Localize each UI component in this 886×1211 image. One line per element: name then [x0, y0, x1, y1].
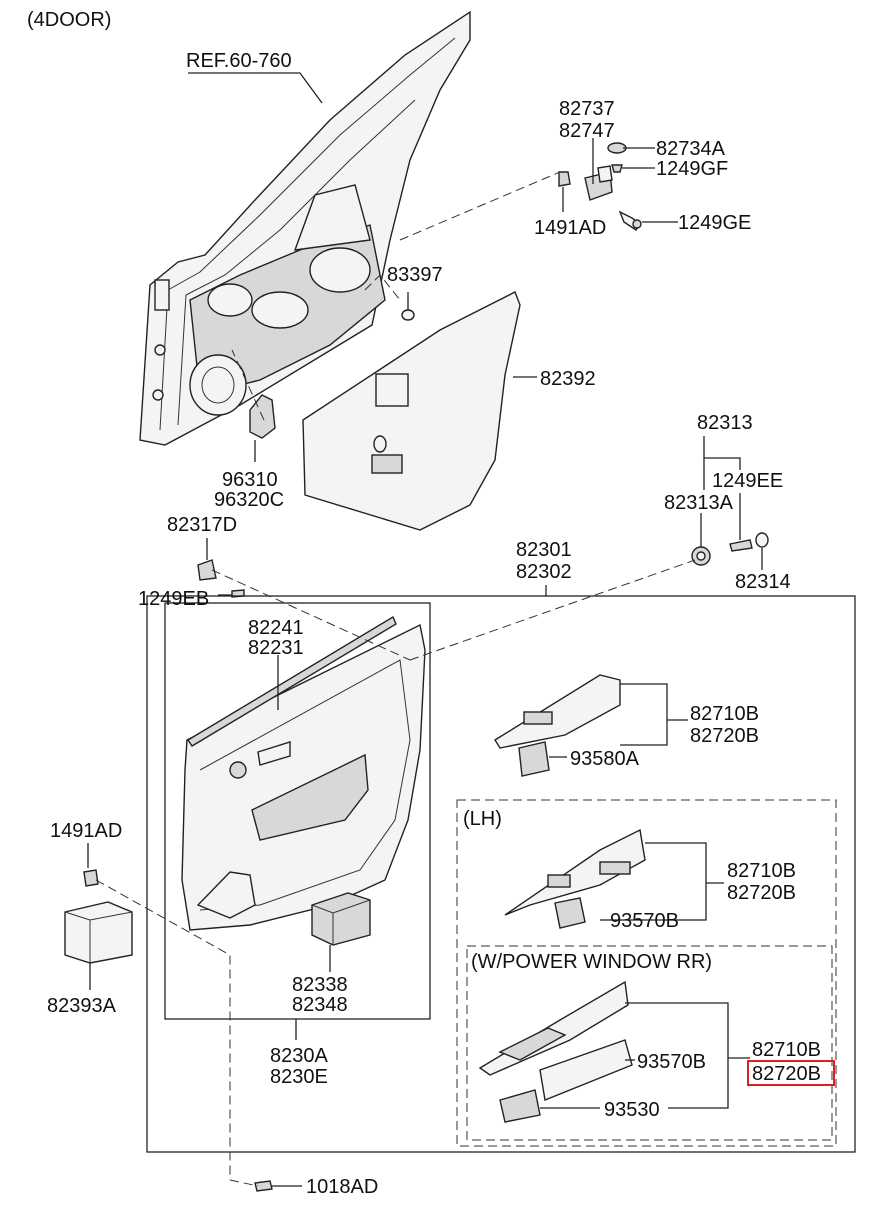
- highlight-box: [747, 1060, 835, 1086]
- group-label-lh: (LH): [463, 808, 502, 830]
- part-label-1249EB: 1249EB: [138, 588, 209, 610]
- part-label-82314: 82314: [735, 571, 791, 593]
- part-label-1249EE: 1249EE: [712, 470, 783, 492]
- part-label-82313A: 82313A: [664, 492, 734, 514]
- part-label-82231: 82231: [248, 637, 304, 659]
- variant-label: (4DOOR): [27, 9, 111, 31]
- part-label-82710B-rr: 82710B: [752, 1039, 821, 1061]
- part-label-82747: 82747: [559, 120, 615, 142]
- part-label-8230A: 8230A: [270, 1045, 328, 1067]
- part-label-82241: 82241: [248, 617, 304, 639]
- part-label-82302: 82302: [516, 561, 572, 583]
- part-label-82393A: 82393A: [47, 995, 117, 1017]
- clip-fasteners: [83, 532, 769, 1192]
- part-label-82734A: 82734A: [656, 138, 726, 160]
- part-label-1491AD-top: 1491AD: [534, 217, 606, 239]
- part-label-1249GF: 1249GF: [656, 158, 728, 180]
- part-label-82348: 82348: [292, 994, 348, 1016]
- part-label-82338: 82338: [292, 974, 348, 996]
- labels: (4DOOR) REF.60-760 82737 82747 82734A 12…: [27, 9, 821, 1198]
- part-label-96310: 96310: [222, 469, 278, 491]
- assembly-box-8230A: [164, 602, 431, 1020]
- part-label-8230E: 8230E: [270, 1066, 328, 1088]
- part-label-82317D: 82317D: [167, 514, 237, 536]
- part-label-1491AD-left: 1491AD: [50, 820, 122, 842]
- part-label-82710B-lh: 82710B: [727, 860, 796, 882]
- part-label-1249GE: 1249GE: [678, 212, 751, 234]
- part-label-82720B-rr: 82720B: [752, 1063, 821, 1085]
- vapor-barrier-sheet: [302, 291, 521, 531]
- leader-lines: [87, 72, 763, 1187]
- plug-83397: [401, 309, 415, 321]
- lh-group-box: [456, 799, 837, 1147]
- pad-82338: [311, 892, 371, 946]
- part-label-82720B-top: 82720B: [690, 725, 759, 747]
- power-window-rr-group-box: [466, 945, 833, 1141]
- part-label-93570B-lh: 93570B: [610, 910, 679, 932]
- part-label-93530: 93530: [604, 1099, 660, 1121]
- bracket-82393A: [64, 901, 133, 964]
- part-label-93570B-rr: 93570B: [637, 1051, 706, 1073]
- switch-bezel-rr: [478, 980, 633, 1123]
- part-label-93580A: 93580A: [570, 748, 640, 770]
- part-label-82313: 82313: [697, 412, 753, 434]
- part-label-82392: 82392: [540, 368, 596, 390]
- bracket-cluster: [558, 142, 642, 231]
- dashed-guide-lines: [95, 171, 696, 1187]
- part-label-82720B-lh: 82720B: [727, 882, 796, 904]
- weatherstrip: [187, 615, 397, 747]
- part-label-82301: 82301: [516, 539, 572, 561]
- group-label-power-window-rr: (W/POWER WINDOW RR): [471, 951, 712, 973]
- switch-bezel-lh: [504, 828, 646, 929]
- door-trim-panel: [181, 623, 426, 931]
- part-label-83397: 83397: [387, 264, 443, 286]
- door-frame-illustration: [139, 10, 471, 446]
- part-label-82737: 82737: [559, 98, 615, 120]
- ref-label: REF.60-760: [186, 50, 292, 72]
- part-label-1018AD: 1018AD: [306, 1176, 378, 1198]
- part-label-82710B-top: 82710B: [690, 703, 759, 725]
- part-label-96320C: 96320C: [214, 489, 284, 511]
- switch-bezel-top: [494, 674, 621, 777]
- assembly-box-82301: [146, 595, 856, 1153]
